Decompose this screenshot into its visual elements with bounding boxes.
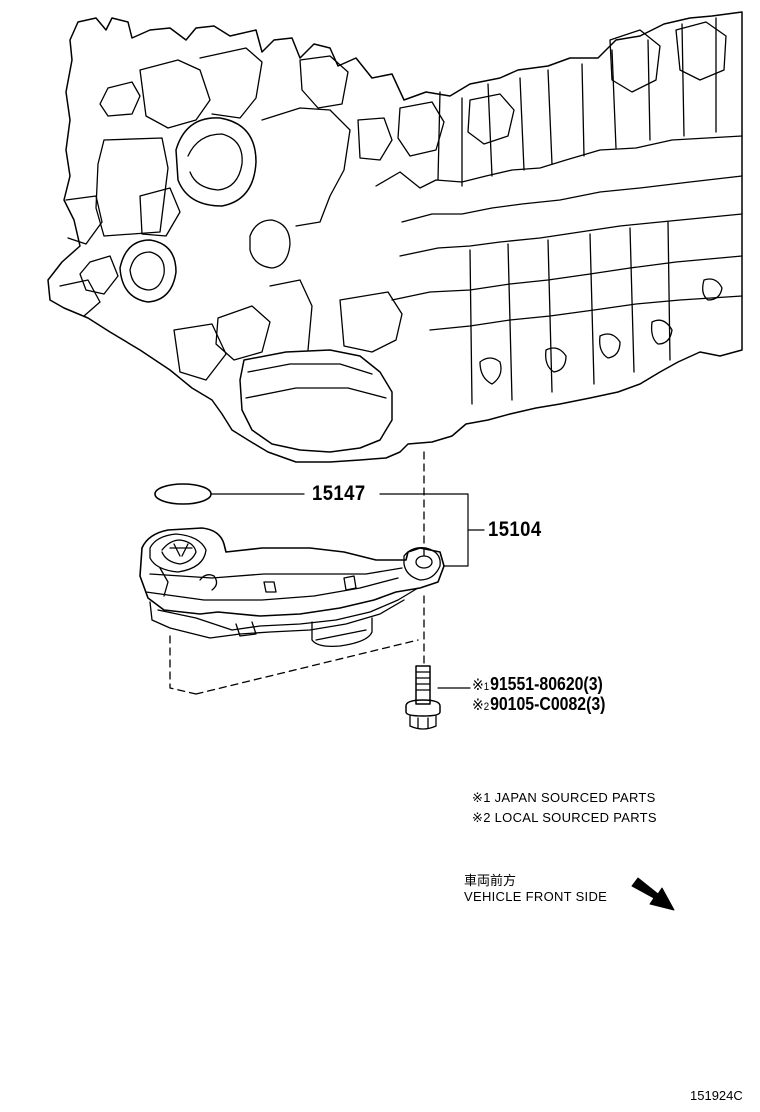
direction-label-en: VEHICLE FRONT SIDE — [464, 889, 608, 904]
bolt-part — [405, 665, 441, 730]
o-ring-part — [154, 483, 212, 505]
front-direction-arrow-icon — [631, 877, 675, 911]
note-index: 2 — [483, 701, 490, 713]
oil-strainer-part — [139, 527, 445, 648]
figure-id: 151924C — [690, 1088, 743, 1103]
leader-lines — [211, 493, 485, 689]
bolt-part-number: 90105-C0082(3) — [490, 694, 606, 714]
callout-o-ring: 15147 — [312, 482, 366, 505]
note-mark: ※ — [472, 677, 484, 694]
note-mark: ※ — [472, 697, 484, 714]
callout-bolt-local: ※290105-C0082(3) — [472, 694, 605, 715]
callout-oil-strainer: 15104 — [488, 518, 542, 541]
note-japan-sourced: ※1 JAPAN SOURCED PARTS — [472, 790, 656, 805]
bolt-part-number: 91551-80620(3) — [490, 674, 603, 694]
direction-label-jp: 車両前方 — [464, 874, 517, 889]
engine-block — [47, 11, 743, 463]
alignment-lines — [169, 451, 425, 695]
callout-bolt-japan: ※191551-80620(3) — [472, 674, 603, 695]
note-local-sourced: ※2 LOCAL SOURCED PARTS — [472, 810, 657, 825]
note-index: 1 — [483, 681, 490, 693]
